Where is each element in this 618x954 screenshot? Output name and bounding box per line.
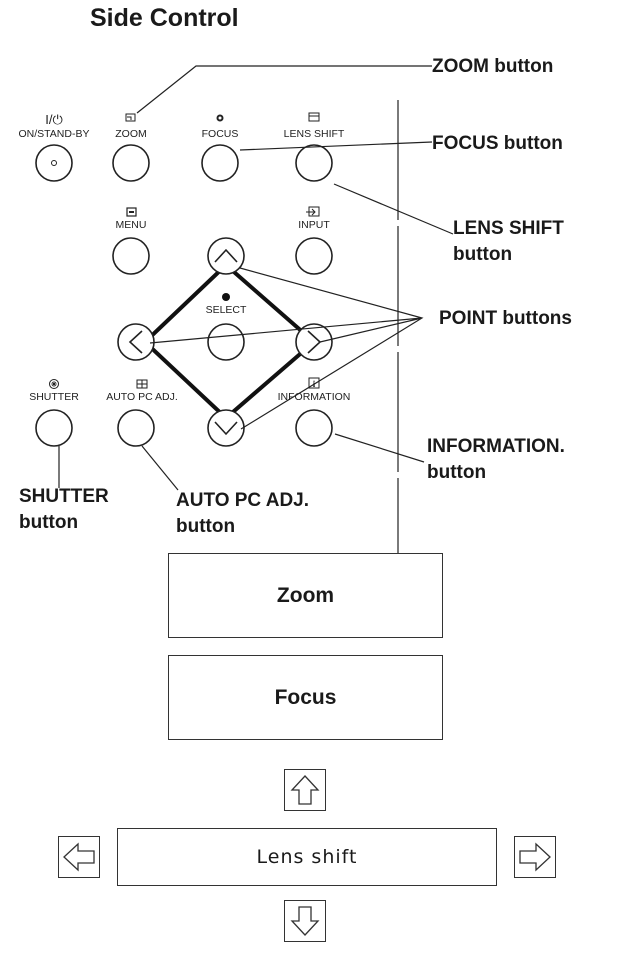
lens-shift-button[interactable]: LENS SHIFT [284, 112, 345, 182]
arrow-right-icon [519, 842, 551, 872]
shutter-button[interactable]: SHUTTER [29, 379, 79, 447]
shutter-callout: SHUTTER [19, 486, 109, 507]
lens-shift-callout: LENS SHIFT [453, 218, 564, 239]
page-title: Side Control [90, 4, 239, 32]
power-icon: I/⏻ [45, 112, 63, 127]
point-up-button[interactable] [207, 237, 245, 275]
arrow-left-icon [128, 330, 143, 354]
zoom-osd-label: Zoom [276, 583, 335, 607]
lens-shift-right-arrow [514, 836, 556, 878]
point-down-button[interactable] [207, 409, 245, 447]
zoom-osd-box: Zoom [168, 553, 443, 638]
focus-icon [216, 114, 224, 122]
zoom-callout: ZOOM button [432, 56, 553, 77]
auto-pc-adj-callout: AUTO PC ADJ. [176, 490, 309, 511]
focus-callout: FOCUS button [432, 133, 563, 154]
information-callout-2: button [427, 462, 486, 483]
menu-label: MENU [116, 219, 147, 231]
lens-shift-osd-label: Lens shift [256, 846, 358, 868]
focus-osd-box: Focus [168, 655, 443, 740]
lens-shift-left-arrow [58, 836, 100, 878]
menu-icon [126, 207, 137, 217]
information-callout: INFORMATION. [427, 436, 565, 457]
arrow-up-icon [214, 248, 238, 263]
zoom-button[interactable]: ZOOM [112, 113, 150, 182]
information-icon: i [308, 377, 320, 389]
input-icon [306, 206, 320, 217]
shutter-icon [49, 379, 59, 389]
information-label: INFORMATION [278, 391, 351, 403]
select-button[interactable]: SELECT [206, 293, 247, 361]
auto-pc-adj-callout-2: button [176, 516, 235, 537]
on-standby-button[interactable]: I/⏻ ON/STAND-BY [19, 112, 90, 182]
on-standby-label: ON/STAND-BY [19, 128, 90, 140]
shutter-label: SHUTTER [29, 391, 79, 403]
focus-label: FOCUS [202, 128, 239, 140]
input-button[interactable]: INPUT [295, 206, 333, 275]
auto-pc-adj-icon [136, 379, 148, 389]
lens-shift-up-arrow [284, 769, 326, 811]
shutter-callout-2: button [19, 512, 78, 533]
menu-button[interactable]: MENU [112, 207, 150, 275]
input-label: INPUT [298, 219, 330, 231]
arrow-down-icon [290, 906, 320, 936]
arrow-up-icon [290, 775, 320, 805]
arrow-down-icon [214, 421, 238, 436]
lens-shift-label: LENS SHIFT [284, 128, 345, 140]
zoom-label: ZOOM [115, 128, 147, 140]
lens-shift-osd-box: Lens shift [117, 828, 497, 886]
arrow-left-icon [63, 842, 95, 872]
lens-shift-icon [308, 112, 320, 122]
focus-button[interactable]: FOCUS [201, 114, 239, 182]
auto-pc-adj-button[interactable]: AUTO PC ADJ. [106, 379, 178, 447]
lens-shift-callout-2: button [453, 244, 512, 265]
lens-shift-down-arrow [284, 900, 326, 942]
focus-osd-label: Focus [274, 685, 337, 709]
zoom-icon [125, 113, 136, 122]
point-callout: POINT buttons [439, 308, 572, 329]
auto-pc-adj-label: AUTO PC ADJ. [106, 391, 178, 403]
leader-lines [58, 65, 454, 491]
select-icon [222, 293, 230, 301]
select-label: SELECT [206, 304, 247, 316]
control-panel-diagram: I/⏻ ON/STAND-BY ZOOM FOCUS LENS SHIFT [19, 56, 572, 596]
point-left-button[interactable] [117, 323, 155, 361]
